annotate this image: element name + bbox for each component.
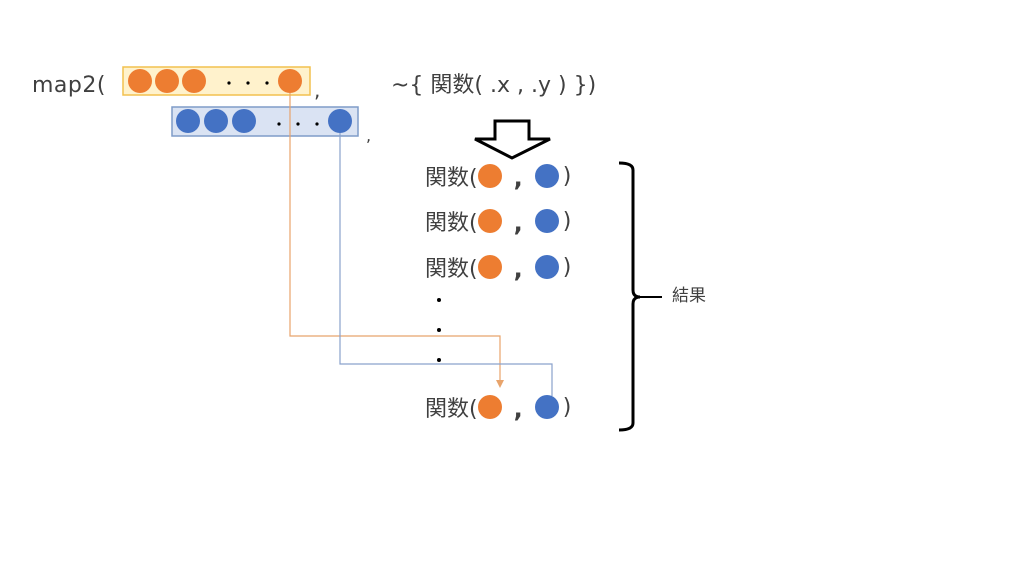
y-ellipsis-dot	[315, 122, 319, 126]
x-connector-arrowhead	[496, 380, 504, 388]
y-value-dot	[534, 395, 559, 419]
vertical-ellipsis-dot	[437, 328, 441, 332]
x-element-1	[128, 69, 152, 93]
x-element-last	[278, 69, 302, 93]
x-value-dot	[477, 164, 502, 188]
close-paren: )	[562, 254, 572, 280]
close-paren: )	[562, 163, 572, 189]
arg-separator-comma: ,	[366, 126, 372, 145]
comma: ,	[513, 209, 523, 237]
vertical-ellipsis-dot	[437, 358, 441, 362]
comma: ,	[513, 164, 523, 192]
y-value-dot	[534, 164, 559, 188]
y-element-2	[204, 109, 228, 133]
x-element-3	[182, 69, 206, 93]
x-element-2	[155, 69, 179, 93]
x-ellipsis-dot	[246, 81, 250, 85]
function-call-label: 関数(	[425, 397, 478, 422]
y-element-1	[176, 109, 200, 133]
y-connector-line	[339, 133, 553, 396]
x-connector-line	[289, 93, 501, 381]
function-call-label: 関数(	[425, 166, 478, 191]
function-call-label: 関数(	[425, 211, 478, 236]
result-label: 結果	[672, 286, 706, 306]
y-element-3	[232, 109, 256, 133]
y-value-dot	[534, 209, 559, 233]
comma: ,	[513, 255, 523, 283]
y-element-last	[328, 109, 352, 133]
result-row: 関数( , )	[425, 162, 572, 193]
x-ellipsis-dot	[227, 81, 231, 85]
x-value-dot	[477, 209, 502, 233]
down-arrow-icon	[474, 119, 551, 160]
comma: ,	[513, 395, 523, 423]
result-row: 関数( , )	[425, 253, 572, 284]
map2-function-label: map2(	[32, 73, 106, 98]
result-row: 関数( , )	[425, 207, 572, 238]
function-call-label: 関数(	[425, 257, 478, 282]
y-ellipsis-dot	[296, 122, 300, 126]
x-value-dot	[477, 255, 502, 279]
result-row-last: 関数( , )	[425, 393, 572, 424]
x-value-dot	[477, 395, 502, 419]
y-value-dot	[534, 255, 559, 279]
vertical-ellipsis-dot	[437, 298, 441, 302]
y-vector-box	[171, 106, 359, 137]
x-ellipsis-dot	[265, 81, 269, 85]
close-paren: )	[562, 208, 572, 234]
arg-separator-comma: ,	[314, 78, 321, 102]
lambda-formula: ~{ 関数( .x , .y ) })	[391, 73, 597, 98]
close-paren: )	[562, 394, 572, 420]
y-ellipsis-dot	[277, 122, 281, 126]
